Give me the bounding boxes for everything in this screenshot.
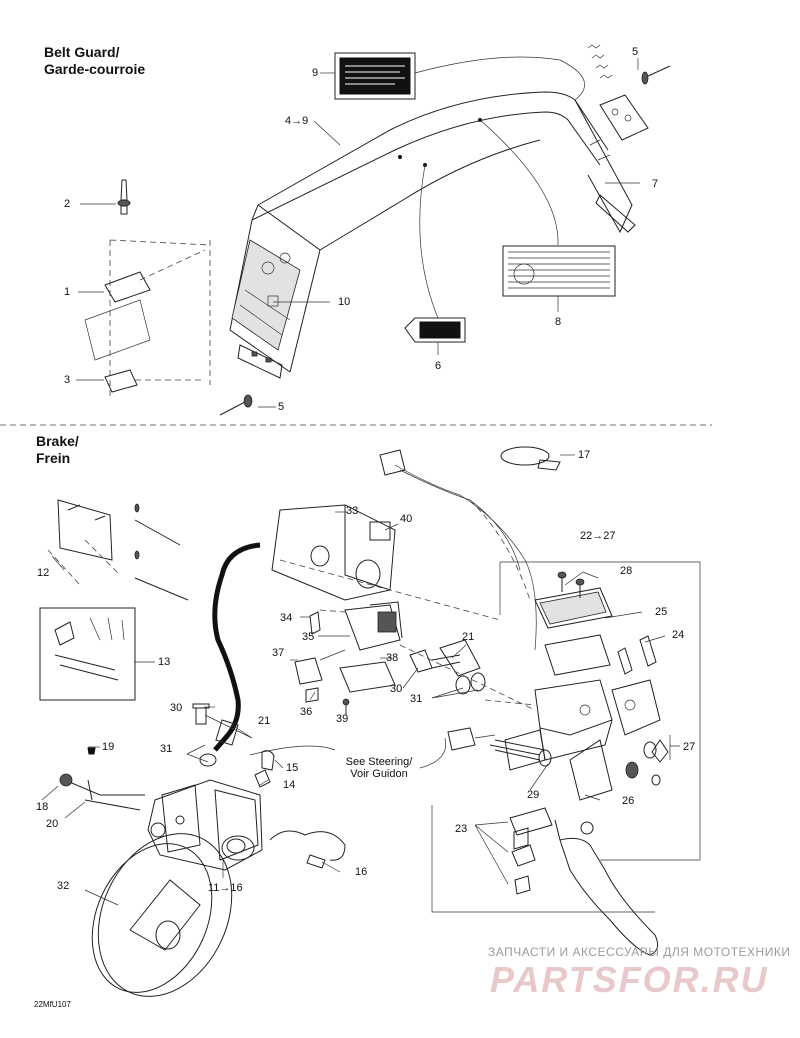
callout-28: 28	[620, 565, 633, 577]
callout-4-9: 4→9	[285, 115, 309, 127]
callout-15: 15	[286, 762, 299, 774]
belt-guard-bracket	[84, 239, 211, 400]
wire-loom	[379, 449, 537, 651]
callout-33: 33	[346, 505, 359, 517]
callout-30-master: 30	[390, 683, 403, 695]
callout-37: 37	[272, 647, 285, 659]
callout-21-master: 21	[462, 631, 475, 643]
callout-22-27: 22→27	[580, 530, 616, 542]
callout-38: 38	[386, 652, 399, 664]
cable-tie-17	[500, 446, 561, 471]
callout-25: 25	[655, 606, 668, 618]
belt-guard-leaders	[76, 56, 640, 408]
callout-30-caliper: 30	[170, 702, 183, 714]
rivet-5-lower	[219, 394, 253, 416]
callout-14: 14	[283, 779, 296, 791]
callout-12: 12	[37, 567, 50, 579]
callout-8: 8	[555, 316, 562, 328]
svg-text:PARTSFOR.RU: PARTSFOR.RU	[490, 960, 769, 1000]
small-parts-34-36-39	[305, 611, 350, 715]
connector-steering	[447, 727, 496, 751]
see-steering-fr: Voir Guidon	[350, 768, 408, 780]
piston-29	[489, 739, 552, 767]
brake-lever	[509, 807, 659, 956]
callout-26: 26	[622, 795, 635, 807]
switch-plate-38	[339, 661, 396, 693]
brake-hose	[212, 542, 261, 752]
washers-27	[625, 739, 669, 786]
callout-36: 36	[300, 706, 313, 718]
callout-24: 24	[672, 629, 685, 641]
brake-title-fr: Frein	[36, 450, 71, 466]
master-cylinder-box	[431, 561, 701, 913]
callout-20: 20	[46, 818, 59, 830]
belt-guard-title-fr: Garde-courroie	[44, 61, 146, 77]
decal-8	[502, 245, 616, 297]
callout-40: 40	[400, 513, 413, 525]
switch-35	[344, 601, 403, 651]
brake-routing-dashes	[279, 559, 536, 711]
banjo-bolt-assembly	[409, 639, 486, 695]
callout-6: 6	[435, 360, 442, 372]
watermark-text: ЗАПЧАСТИ И АКСЕССУАРЫ ДЛЯ МОТОТЕХНИКИ	[488, 945, 791, 959]
callout-13: 13	[158, 656, 171, 668]
belt-guard-title-en: Belt Guard/	[44, 44, 120, 60]
callout-35: 35	[302, 631, 315, 643]
callout-9: 9	[312, 67, 319, 79]
wire-clip-16	[269, 830, 346, 869]
decal-9	[334, 52, 416, 100]
rear-clip-7	[595, 194, 636, 233]
switch-housing-33	[271, 504, 396, 601]
decal-6	[404, 317, 466, 343]
callout-34: 34	[280, 612, 293, 624]
decal-10	[267, 295, 279, 307]
belt-guard-title: Belt Guard/ Garde-courroie	[44, 44, 145, 78]
master-cylinder	[504, 587, 661, 801]
banjo-fittings	[192, 703, 275, 788]
callout-27: 27	[683, 741, 696, 753]
brake-caliper	[147, 779, 263, 871]
callout-2: 2	[64, 198, 71, 210]
watermark-logo: PARTSFOR.RU	[490, 959, 780, 1000]
callout-1: 1	[64, 286, 71, 298]
callout-16: 16	[355, 866, 368, 878]
brake-disc-32	[91, 833, 233, 997]
callout-31-caliper: 31	[160, 743, 173, 755]
callout-5-lower: 5	[278, 401, 285, 413]
callout-23: 23	[455, 823, 468, 835]
callout-32: 32	[57, 880, 70, 892]
belt-guard-body	[229, 91, 633, 379]
see-steering-note: See Steering/ Voir Guidon	[334, 756, 424, 780]
screws-28	[557, 571, 585, 598]
callout-21-hose: 21	[258, 715, 271, 727]
callout-7: 7	[652, 178, 659, 190]
callout-10: 10	[338, 296, 351, 308]
caliper-bolts	[59, 747, 145, 811]
callout-19: 19	[102, 741, 115, 753]
callout-17: 17	[578, 449, 591, 461]
bolts-24	[617, 635, 657, 675]
callout-3: 3	[64, 374, 71, 386]
brake-leaders	[41, 454, 680, 906]
callout-39: 39	[336, 713, 349, 725]
rivet-5-upper	[641, 65, 671, 85]
hardware-stack	[587, 44, 649, 141]
see-steering-en: See Steering/	[345, 756, 413, 768]
callout-31-master: 31	[410, 693, 423, 705]
brake-title-en: Brake/	[36, 433, 79, 449]
callout-18: 18	[36, 801, 49, 813]
connector-37	[294, 649, 346, 685]
figure-code: 22MfU107	[34, 1000, 71, 1009]
pin-set-12	[47, 499, 189, 601]
callout-11-16: 11→16	[208, 882, 243, 894]
kit-13-box	[39, 607, 136, 701]
rivet-2	[117, 179, 131, 215]
callout-5-upper: 5	[632, 46, 639, 58]
brake-title: Brake/ Frein	[36, 433, 79, 467]
callout-29: 29	[527, 789, 540, 801]
